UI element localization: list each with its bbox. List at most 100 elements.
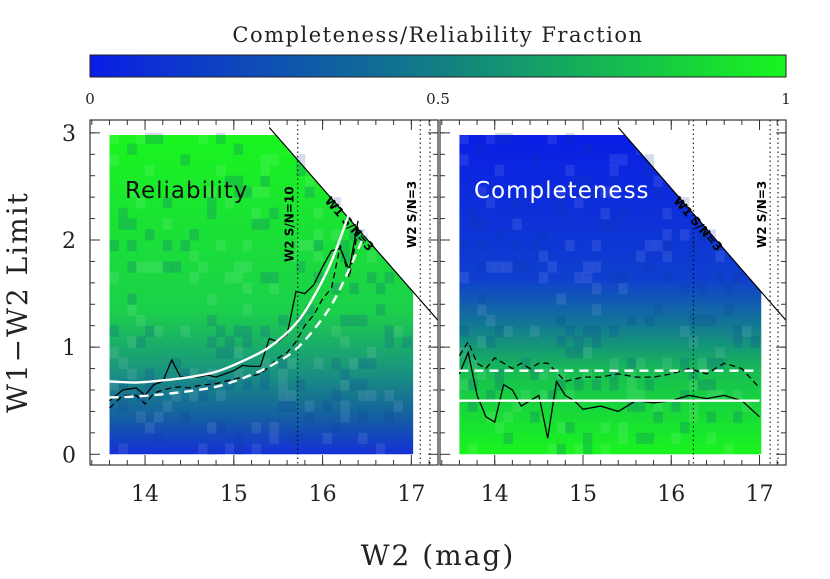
completeness-heatmap-cell — [477, 186, 487, 198]
reliability-heatmap-cell — [375, 282, 386, 295]
completeness-heatmap-cell — [556, 368, 566, 380]
completeness-heatmap-cell — [680, 325, 690, 337]
completeness-heatmap-cell — [556, 186, 566, 198]
reliability-heatmap-cell — [162, 218, 173, 230]
reliability-heatmap-cell — [198, 390, 208, 402]
completeness-heatmap-cell — [468, 207, 478, 220]
completeness-heatmap-cell — [582, 261, 593, 273]
reliability-heatmap-cell — [136, 197, 146, 209]
completeness-heatmap-cell — [538, 229, 549, 241]
reliability-heatmap-cell — [251, 218, 261, 230]
reliability-heatmap-cell — [366, 250, 377, 262]
reliability-heatmap-cell — [251, 186, 261, 198]
completeness-heatmap-cell — [468, 357, 478, 370]
reliability-heatmap-cell — [242, 379, 253, 391]
completeness-heatmap-cell — [468, 400, 478, 412]
completeness-heatmap-cell — [530, 325, 540, 337]
reliability-heatmap-cell — [340, 400, 350, 412]
reliability-heatmap-cell — [189, 250, 199, 262]
reliability-heatmap-cell — [269, 422, 279, 434]
reliability-heatmap-cell — [278, 390, 288, 402]
completeness-heatmap-cell — [627, 368, 637, 380]
reliability-heatmap-cell — [260, 325, 270, 337]
reliability-heatmap-cell — [242, 261, 253, 273]
completeness-heatmap-cell — [591, 186, 602, 198]
completeness-heatmap-cell — [574, 175, 584, 187]
reliability-heatmap-cell — [207, 422, 217, 434]
reliability-heatmap-cell — [180, 368, 190, 380]
completeness-heatmap-cell — [627, 400, 637, 412]
reliability-heatmap-cell — [127, 240, 137, 252]
reliability-heatmap-cell — [145, 325, 155, 337]
reliability-heatmap-cell — [233, 261, 244, 273]
reliability-heatmap-cell — [145, 422, 155, 434]
completeness-heatmap-cell — [538, 368, 549, 380]
completeness-heatmap-cell — [582, 186, 593, 198]
completeness-heatmap-cell — [459, 272, 469, 284]
completeness-heatmap-cell — [609, 175, 619, 187]
reliability-heatmap-cell — [118, 379, 128, 391]
completeness-heatmap-cell — [503, 132, 513, 145]
reliability-measured-solid-line — [109, 220, 359, 402]
reliability-heatmap-cell — [331, 282, 341, 295]
completeness-heatmap-cell — [618, 422, 628, 434]
completeness-heatmap-cell — [618, 432, 628, 445]
reliability-heatmap-cell — [233, 175, 244, 187]
reliability-heatmap-cell — [242, 282, 253, 295]
completeness-heatmap-cell — [565, 132, 575, 145]
reliability-heatmap-cell — [287, 400, 297, 412]
completeness-heatmap-cell — [724, 282, 734, 295]
reliability-heatmap-cell — [189, 368, 199, 380]
y-axis-label: W1−W2 Limit — [1, 191, 34, 413]
completeness-x-tick-label: 16 — [657, 482, 685, 507]
reliability-x-tick-label: 15 — [220, 482, 248, 507]
completeness-heatmap-cell — [494, 165, 505, 177]
completeness-heatmap-cell — [494, 368, 505, 380]
reliability-heatmap-cell — [287, 432, 297, 445]
completeness-heatmap-cell — [591, 325, 602, 337]
reliability-heatmap-cell — [269, 154, 279, 166]
reliability-y-tick-label: 1 — [62, 336, 76, 361]
completeness-heatmap-cell — [494, 422, 505, 434]
reliability-heatmap-cell — [358, 411, 368, 423]
reliability-heatmap-cell — [224, 347, 235, 359]
reliability-w1-limit-line — [268, 127, 439, 321]
completeness-heatmap-cell — [627, 315, 637, 327]
completeness-heatmap-cell — [565, 165, 575, 177]
reliability-heatmap-cell — [269, 432, 279, 445]
completeness-heatmap-cell — [512, 240, 522, 252]
completeness-heatmap-cell — [503, 325, 513, 337]
reliability-heatmap-cell — [287, 357, 297, 370]
reliability-measured-dashed-line — [109, 229, 359, 409]
reliability-heatmap-cell — [393, 325, 403, 337]
reliability-heatmap-cell — [207, 443, 217, 455]
completeness-heatmap-cell — [521, 390, 531, 402]
reliability-heatmap-cell — [224, 336, 235, 348]
completeness-heatmap-cell — [591, 282, 602, 295]
completeness-heatmap-cell — [618, 207, 628, 220]
reliability-heatmap-cell — [136, 411, 146, 423]
reliability-heatmap-cell — [340, 315, 350, 327]
reliability-heatmap-cell — [153, 132, 164, 145]
reliability-x-tick-label: 17 — [397, 482, 425, 507]
reliability-heatmap-cell — [180, 411, 190, 423]
reliability-heatmap-cell — [366, 272, 377, 284]
reliability-heatmap-cell — [109, 272, 119, 284]
reliability-heatmap-cell — [136, 132, 146, 145]
reliability-heatmap-cell — [180, 154, 190, 166]
completeness-x-tick-label: 15 — [569, 482, 597, 507]
completeness-w1-limit-line — [617, 127, 787, 321]
completeness-heatmap-cell — [485, 411, 496, 423]
completeness-heatmap-cell — [477, 336, 487, 348]
completeness-heatmap-cell — [671, 400, 681, 412]
colorbar-title: Completeness/Reliability Fraction — [232, 23, 643, 47]
reliability-heatmap-cell — [358, 379, 368, 391]
completeness-heatmap-cell — [503, 261, 513, 273]
reliability-heatmap-cell — [260, 357, 270, 370]
reliability-heatmap-cell — [269, 207, 279, 220]
completeness-heatmap-cell — [477, 368, 487, 380]
completeness-heatmap-cell — [530, 240, 540, 252]
reliability-heatmap-cell — [216, 390, 226, 402]
reliability-heatmap-cell — [109, 154, 119, 166]
completeness-x-tick-label: 17 — [746, 482, 774, 507]
